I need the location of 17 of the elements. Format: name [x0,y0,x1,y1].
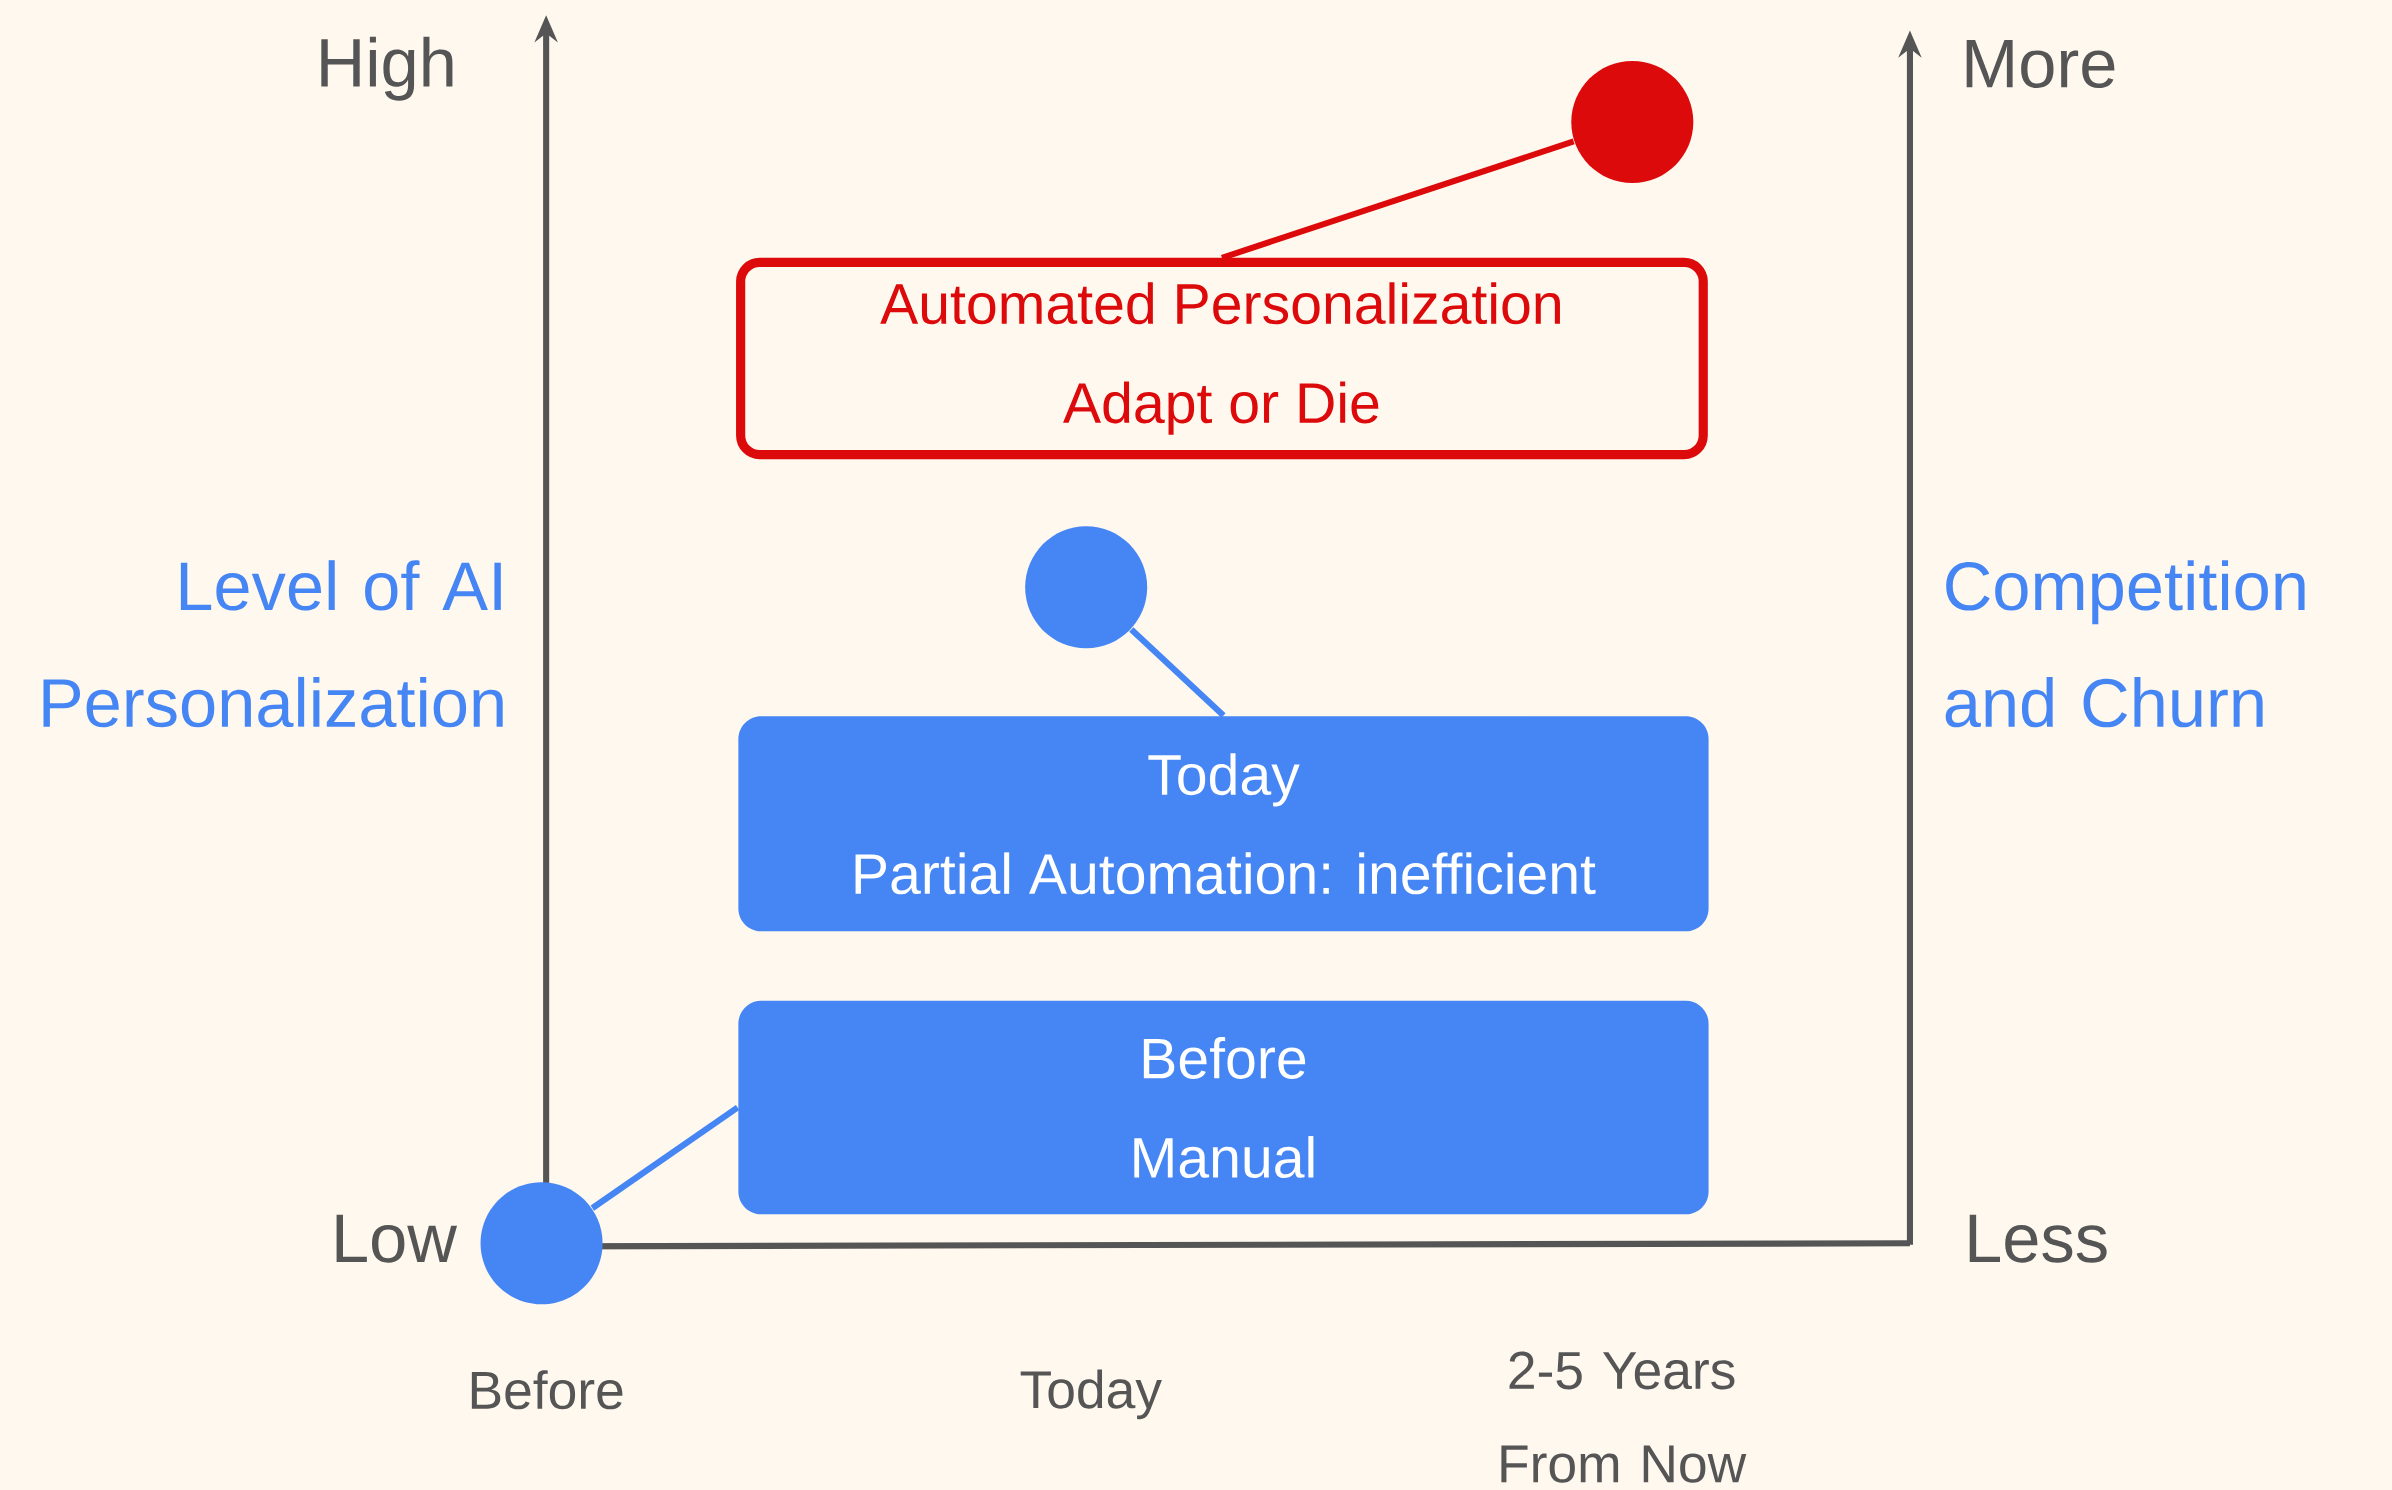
connector-line [1129,627,1226,718]
axis-label: Level of AI Personalization [43,560,503,728]
process-box: Today Partial Automation: inefficient [738,716,1709,932]
axis-label: High [321,36,453,101]
dot-marker [480,1182,603,1305]
process-box: Before Manual [738,1000,1709,1215]
axis-label: Today [1020,1369,1162,1419]
axis-label: 2-5 Years From Now [1501,1351,1747,1483]
axis-label: Competition and Churn [1945,560,2305,728]
axis-label: Before [471,1369,623,1410]
axis-label: Less [1969,1214,2107,1263]
process-box: Automated Personalization Adapt or Die [736,257,1708,459]
connector-line [1220,138,1575,261]
dot-marker [1571,60,1694,183]
dot-marker [1025,526,1148,649]
axis-label: More [1966,39,2115,88]
connector-line [590,1104,740,1211]
